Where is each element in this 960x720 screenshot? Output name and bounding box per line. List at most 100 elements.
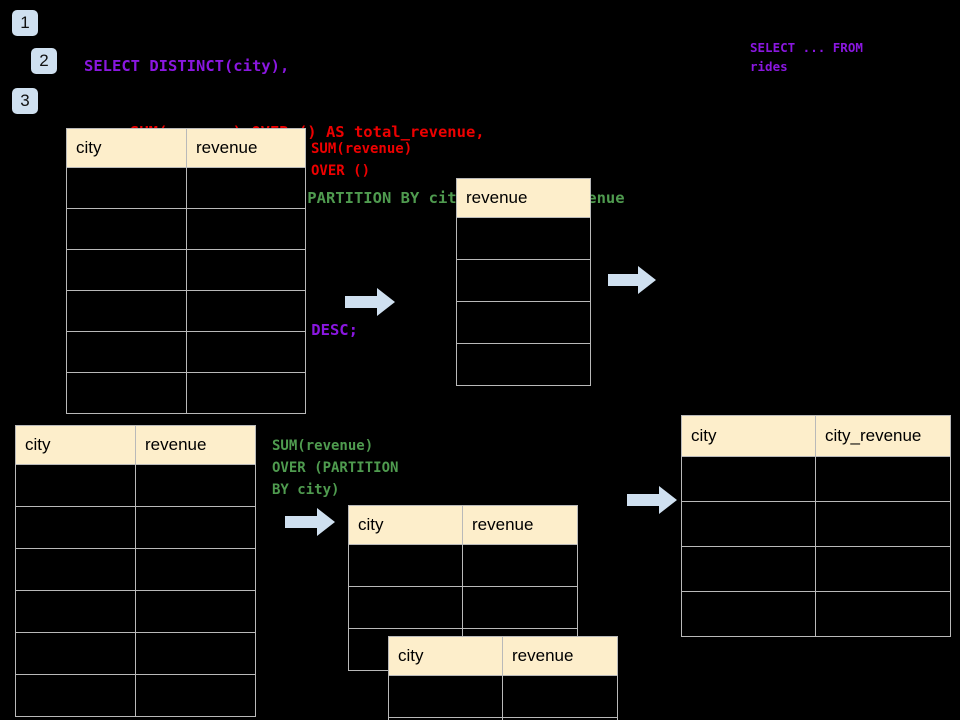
column-header-revenue: revenue	[462, 505, 578, 545]
column-header-city: city	[388, 636, 503, 676]
table-cell	[66, 372, 187, 414]
table-row	[66, 290, 306, 332]
column-header-revenue: revenue	[456, 178, 591, 218]
table-row	[348, 544, 578, 587]
table-cell	[15, 632, 136, 675]
sql-line-select: SELECT DISTINCT(city),	[84, 57, 290, 75]
table-row	[15, 590, 256, 633]
table-header-row: city city_revenue	[681, 415, 951, 457]
table-header-row: city revenue	[66, 128, 306, 168]
column-header-city: city	[66, 128, 187, 168]
column-header-revenue: revenue	[502, 636, 618, 676]
side-note-select-from-rides: SELECT ... FROM rides	[750, 40, 863, 74]
table-row	[66, 372, 306, 414]
table-cell	[135, 674, 256, 717]
annotation-over-partition: SUM(revenue) OVER (PARTITION BY city)	[272, 438, 399, 498]
table-cell	[186, 331, 306, 373]
table-cell	[462, 544, 578, 587]
table-cell	[388, 675, 503, 718]
table-row	[15, 506, 256, 549]
table-cell	[66, 331, 187, 373]
table-cell	[681, 591, 816, 637]
table-row	[388, 675, 618, 718]
table-cell	[186, 249, 306, 291]
table-cell	[66, 208, 187, 250]
column-header-revenue: revenue	[186, 128, 306, 168]
table-row	[15, 464, 256, 507]
table-cell	[186, 372, 306, 414]
table-header-row: city revenue	[15, 425, 256, 465]
table-row	[15, 548, 256, 591]
column-header-city-revenue: city_revenue	[815, 415, 951, 457]
table-cell	[815, 591, 951, 637]
table-row	[456, 217, 591, 260]
table-row	[66, 208, 306, 250]
step-badge-1: 1	[12, 10, 38, 36]
table-header-row: city revenue	[348, 505, 578, 545]
table-row	[681, 456, 951, 502]
table-row	[15, 674, 256, 717]
table-cell	[502, 717, 618, 720]
column-header-city: city	[681, 415, 816, 457]
annotation-over-empty: SUM(revenue) OVER ()	[311, 141, 413, 179]
table-cell	[66, 249, 187, 291]
partition-source-table: city revenue	[15, 425, 256, 717]
table-cell	[462, 586, 578, 629]
table-row	[15, 632, 256, 675]
table-cell	[456, 343, 591, 386]
table-row	[456, 343, 591, 386]
table-cell	[15, 590, 136, 633]
arrow-total-to-result-icon	[608, 266, 656, 294]
table-cell	[815, 456, 951, 502]
table-cell	[456, 259, 591, 302]
table-row	[66, 249, 306, 291]
table-cell	[15, 506, 136, 549]
source-rides-table: city revenue	[66, 128, 306, 414]
table-cell	[815, 546, 951, 592]
table-cell	[135, 506, 256, 549]
table-cell	[456, 217, 591, 260]
step-badge-3: 3	[12, 88, 38, 114]
table-cell	[186, 208, 306, 250]
result-city-revenue-table: city city_revenue	[681, 415, 951, 637]
table-cell	[15, 464, 136, 507]
table-cell	[681, 546, 816, 592]
table-cell	[186, 290, 306, 332]
table-cell	[815, 501, 951, 547]
table-row	[681, 546, 951, 592]
table-row	[681, 501, 951, 547]
arrow-partition-to-result-icon	[627, 486, 677, 514]
table-header-row: city revenue	[388, 636, 618, 676]
table-cell	[66, 290, 187, 332]
table-cell	[681, 456, 816, 502]
table-cell	[135, 548, 256, 591]
table-row	[388, 717, 618, 720]
table-cell	[348, 544, 463, 587]
table-cell	[135, 590, 256, 633]
table-row	[456, 259, 591, 302]
table-cell	[456, 301, 591, 344]
table-row	[681, 591, 951, 637]
table-cell	[348, 586, 463, 629]
table-row	[348, 586, 578, 629]
table-row	[66, 167, 306, 209]
table-cell	[681, 501, 816, 547]
step-badge-2: 2	[31, 48, 57, 74]
partition-group-b-table: city revenue	[388, 636, 618, 720]
table-cell	[15, 674, 136, 717]
total-revenue-table: revenue	[456, 178, 591, 386]
table-row	[66, 331, 306, 373]
arrow-source-to-total-icon	[345, 288, 395, 316]
table-row	[456, 301, 591, 344]
table-cell	[135, 632, 256, 675]
table-header-row: revenue	[456, 178, 591, 218]
column-header-city: city	[15, 425, 136, 465]
table-cell	[135, 464, 256, 507]
table-cell	[66, 167, 187, 209]
partition-group-a-table: city revenue	[348, 505, 578, 671]
column-header-city: city	[348, 505, 463, 545]
arrow-partition-split-icon	[285, 508, 335, 536]
table-cell	[186, 167, 306, 209]
column-header-revenue: revenue	[135, 425, 256, 465]
